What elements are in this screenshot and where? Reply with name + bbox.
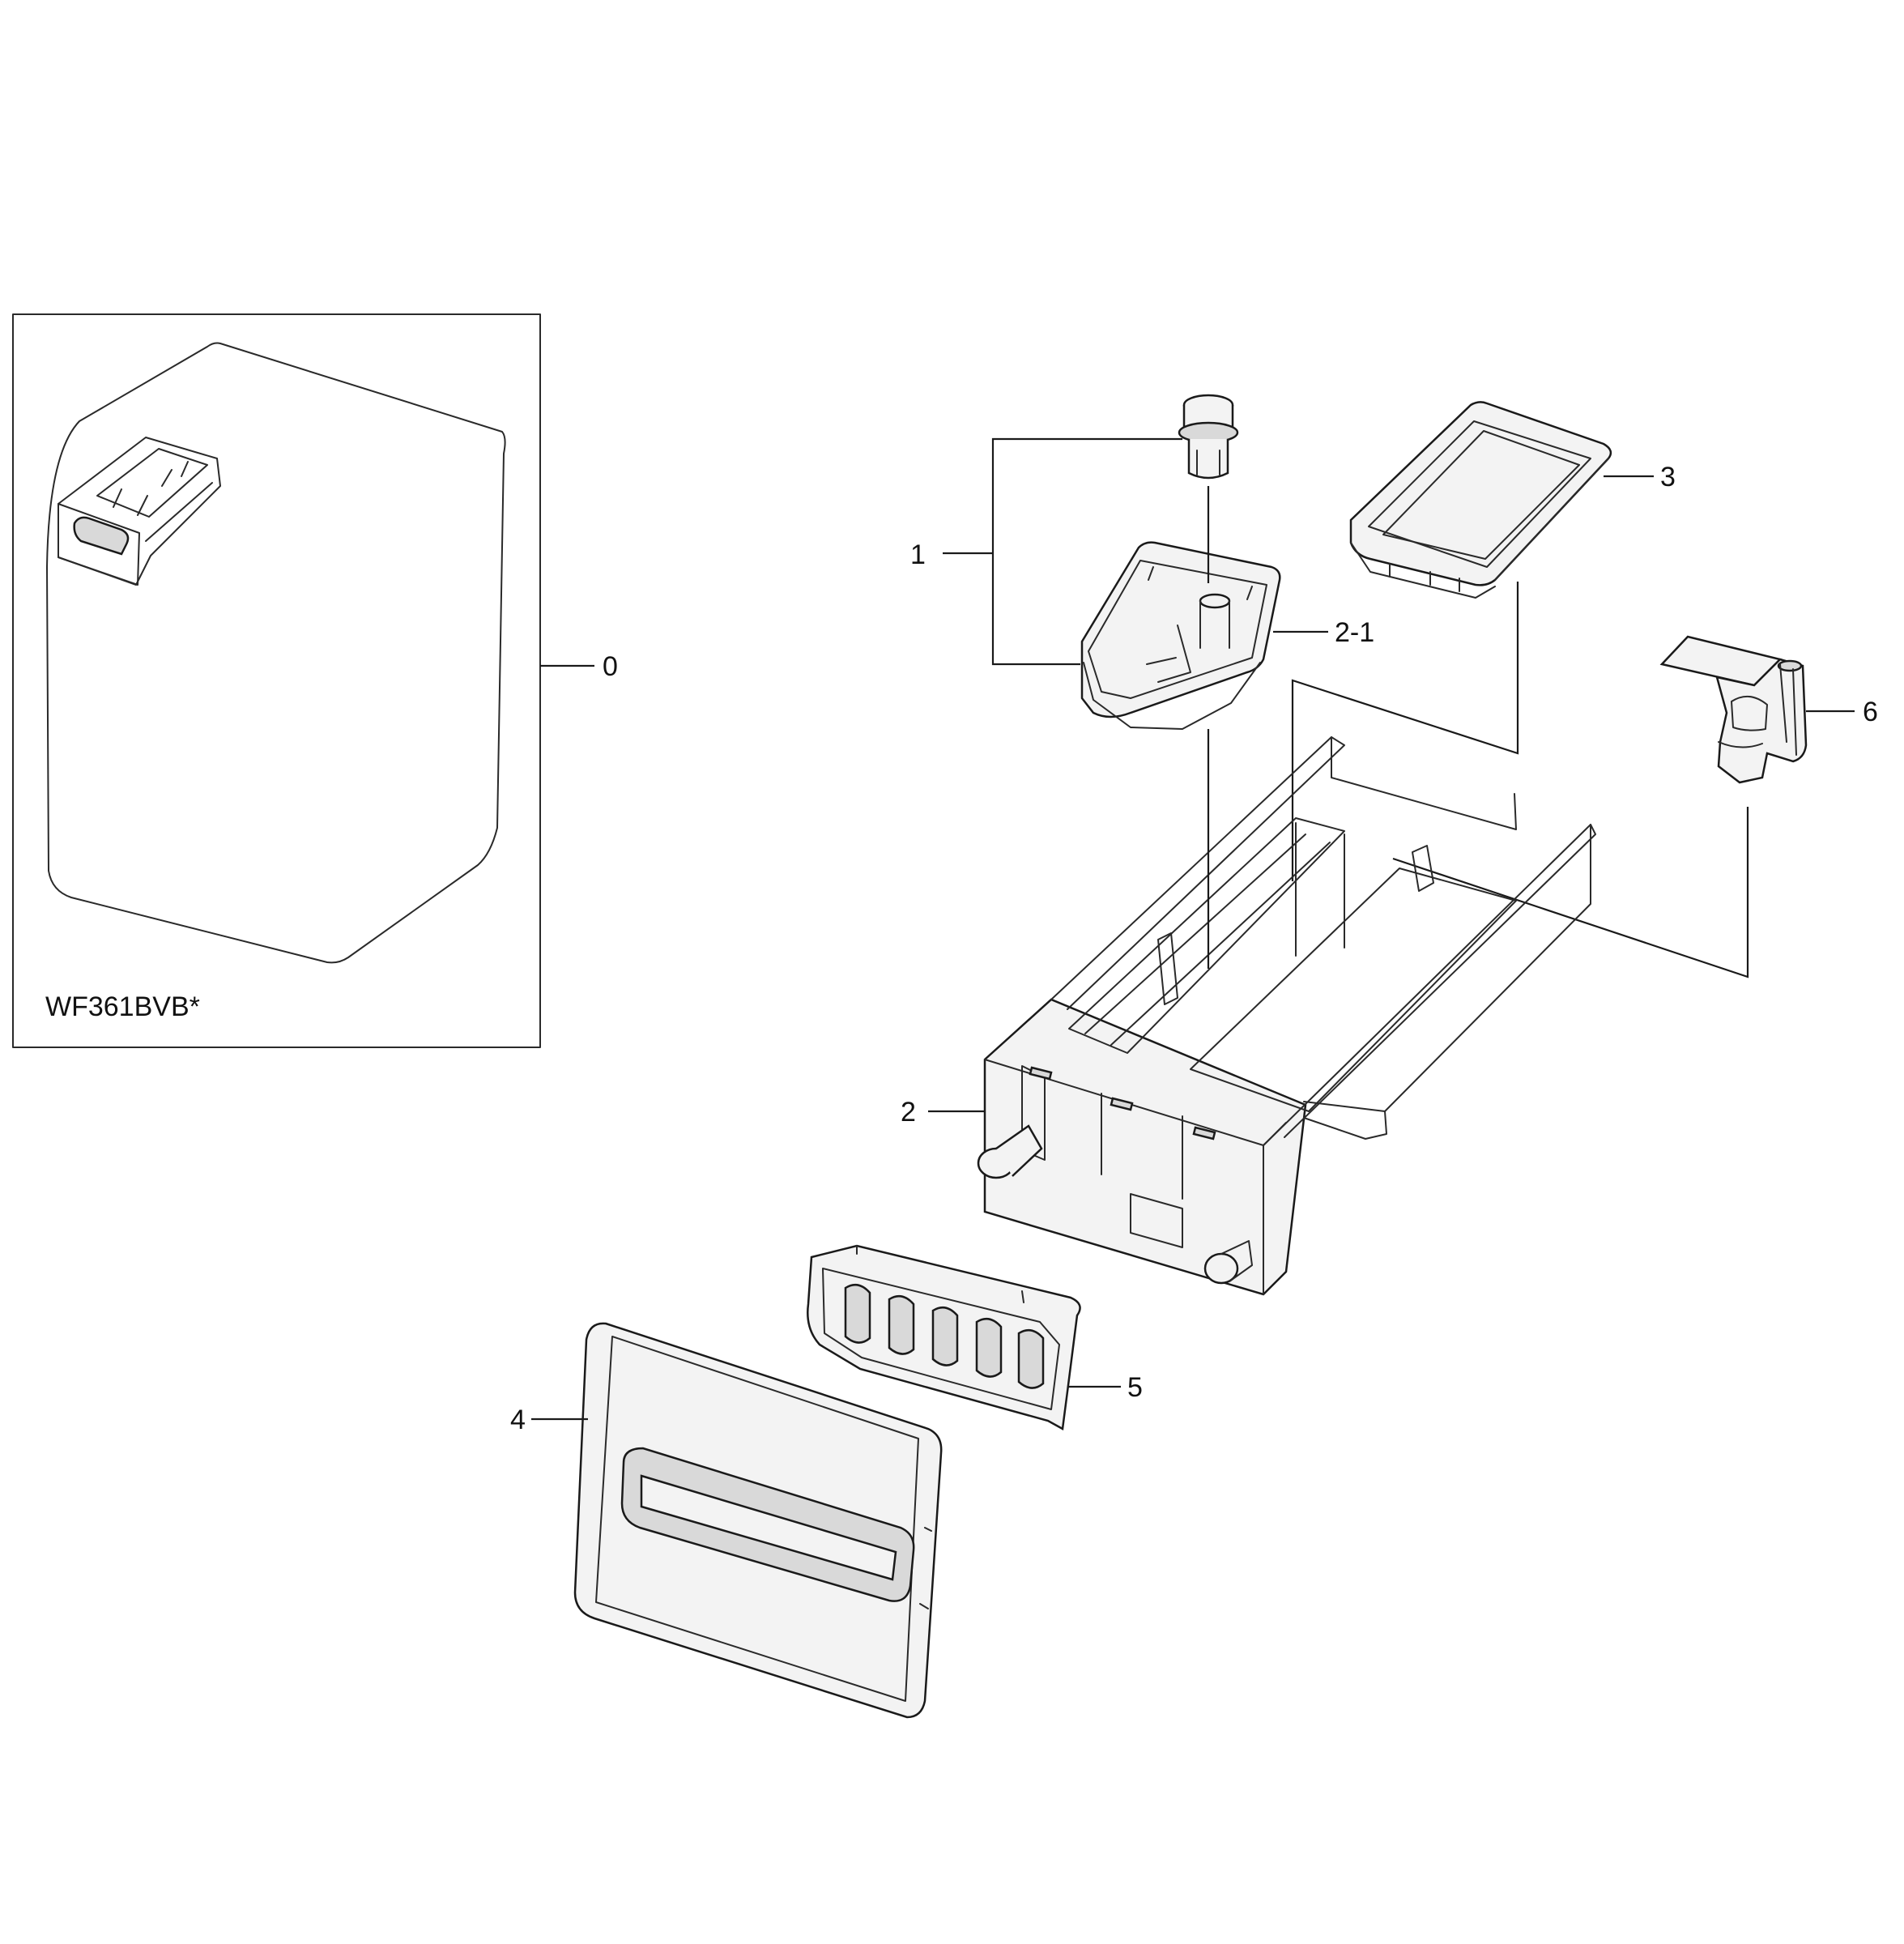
nozzle-part: [1659, 635, 1808, 784]
inset-panel: WF361BVB*: [12, 313, 541, 1048]
leader-tray-to-body: [1291, 582, 1519, 881]
dispenser-housing-part: [977, 736, 1596, 1296]
leader-2-bracket: [991, 437, 1182, 666]
inset-frame: [12, 313, 541, 1048]
leader-nozzle-to-body: [1392, 807, 1749, 978]
callout-2-1: 2-1: [1335, 617, 1374, 648]
front-panel-part: [573, 1322, 943, 1719]
softener-cup-part: [1080, 541, 1281, 730]
cap-placed: [1178, 394, 1239, 480]
callout-5: 5: [1127, 1372, 1143, 1403]
washer-body-outline: [46, 342, 506, 964]
callout-4: 4: [510, 1405, 526, 1435]
model-label: WF361BVB*: [45, 991, 200, 1022]
callout-0: 0: [603, 651, 618, 682]
tray-part: [1349, 401, 1612, 599]
inset-drawer-icon: [58, 437, 221, 586]
handle-insert-part: [807, 1244, 1081, 1430]
callout-1: 2: [901, 1097, 916, 1128]
callout-6: 6: [1863, 697, 1878, 727]
callout-2: 1: [910, 539, 926, 570]
callout-3: 3: [1660, 462, 1676, 492]
